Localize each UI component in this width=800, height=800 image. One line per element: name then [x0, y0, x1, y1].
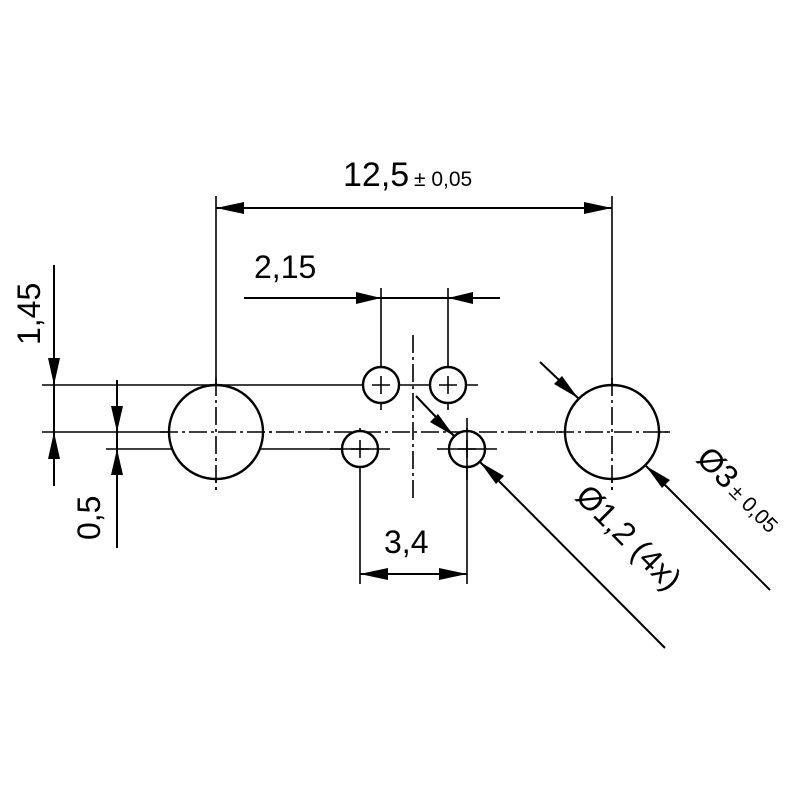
- dim-0-5: 0,5: [71, 380, 123, 548]
- dim-1-2-value: 1,2 (4x): [587, 495, 689, 597]
- dim-2-15: 2,15: [244, 249, 500, 304]
- dim-12-5-tolerance: ± 0,05: [414, 168, 472, 191]
- dim-12-5-value: 12,5: [343, 156, 409, 194]
- dim-0-5-value: 0,5: [71, 496, 107, 540]
- pin-bottom-right: [437, 418, 497, 480]
- dim-3-4: 3,4: [360, 524, 467, 580]
- dim-3-4-value: 3,4: [384, 524, 428, 560]
- pin-bottom-left: [330, 429, 390, 469]
- dim-3-tolerance: ± 0,05: [724, 480, 781, 537]
- svg-text:Ø1,2 (4x): Ø1,2 (4x): [569, 477, 689, 597]
- large-holes: [160, 378, 670, 490]
- extension-lines: [42, 196, 613, 584]
- dim-1-45: 1,45: [11, 265, 60, 486]
- dim-1-45-value: 1,45: [11, 283, 47, 345]
- dim-12-5: 12,5 ± 0,05: [216, 156, 612, 214]
- pin-top-left: [361, 365, 401, 405]
- small-holes: [330, 365, 497, 480]
- dim-2-15-value: 2,15: [254, 249, 316, 285]
- pin-top-right: [428, 365, 468, 405]
